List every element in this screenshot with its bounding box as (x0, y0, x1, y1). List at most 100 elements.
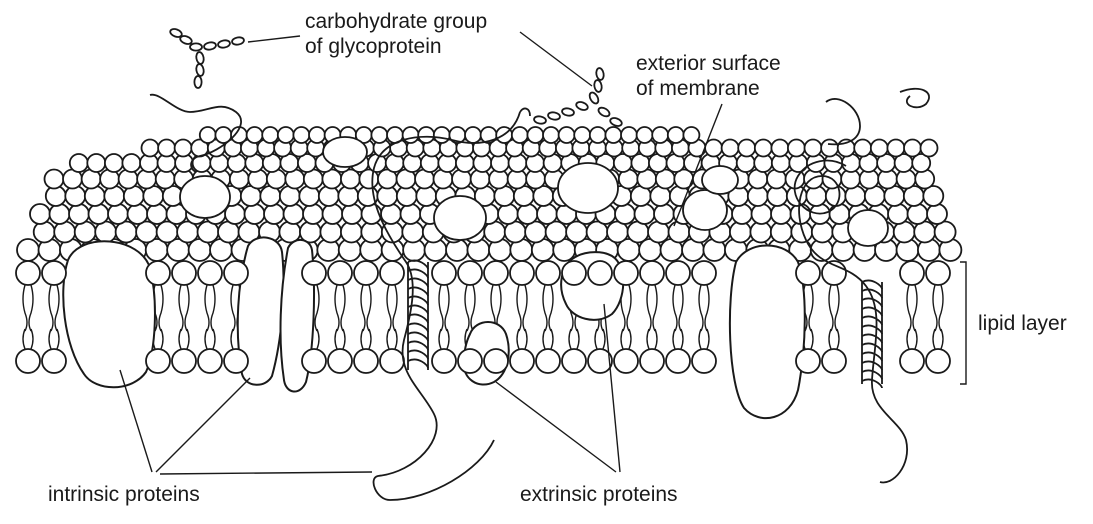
helical-segment (862, 326, 882, 334)
lipid-tail (465, 285, 469, 331)
glycoprotein-chain (900, 89, 929, 108)
helical-segment (862, 317, 882, 325)
bottom-lipid-head (328, 349, 352, 373)
surface-lipid-head (105, 154, 123, 172)
lipid-tail (57, 329, 59, 349)
carbohydrate-bead (533, 115, 546, 124)
surface-lipid-head (381, 204, 401, 224)
helical-segment (408, 261, 428, 269)
top-lipid-head (328, 261, 352, 285)
carbohydrate-bead (609, 117, 623, 128)
intrinsic-protein (730, 246, 805, 419)
lipid-tail (361, 285, 365, 331)
surface-lipid-head (537, 204, 557, 224)
membrane-surface-heads (17, 127, 961, 261)
glycoprotein-chain (520, 109, 530, 116)
lipid-tail (705, 285, 709, 331)
lipid-tail (913, 285, 917, 331)
surface-lipid-head (147, 204, 167, 224)
carbohydrate-bead (179, 35, 193, 46)
top-lipid-head (354, 261, 378, 285)
surface-lipid-head (418, 127, 434, 143)
surface-lipid-head (615, 204, 635, 224)
lipid-tail (517, 329, 519, 349)
lipid-tail (699, 285, 703, 331)
bottom-lipid-head (536, 349, 560, 373)
surface-protein-dome (702, 166, 738, 194)
intrinsic-proteins-label: intrinsic proteins (48, 482, 200, 507)
lipid-tail (837, 329, 839, 349)
surface-lipid-head (303, 204, 323, 224)
surface-lipid-head (722, 140, 739, 157)
surface-lipid-head (498, 204, 518, 224)
top-lipid-head (900, 261, 924, 285)
top-lipid-head (614, 261, 638, 285)
surface-lipid-head (34, 222, 55, 243)
bottom-lipid-head (926, 349, 950, 373)
surface-lipid-head (175, 140, 192, 157)
lipid-tail (317, 329, 319, 349)
surface-lipid-head (465, 127, 481, 143)
carbohydrate-bead (203, 41, 216, 50)
lipid-tail (315, 285, 319, 331)
lipid-tail (335, 285, 339, 331)
surface-lipid-head (158, 140, 175, 157)
top-lipid-head (432, 261, 456, 285)
exterior-surface-label: exterior surface of membrane (636, 51, 781, 101)
top-lipid-head (692, 261, 716, 285)
carbohydrate-leader (248, 36, 300, 42)
helical-segment (862, 308, 882, 316)
lipid-tail (679, 285, 683, 331)
lipid-tail (31, 329, 33, 349)
helical-segment (408, 342, 428, 350)
lipid-tail (23, 329, 25, 349)
helical-segment (408, 315, 428, 323)
surface-lipid-head (574, 127, 590, 143)
helical-segment (862, 344, 882, 352)
surface-lipid-head (87, 154, 105, 172)
top-lipid-head (926, 261, 950, 285)
extrinsic-proteins-label: extrinsic proteins (520, 482, 678, 507)
lipid-tail (835, 285, 839, 331)
surface-lipid-head (284, 204, 304, 224)
lipid-tail (673, 329, 675, 349)
surface-lipid-head (621, 127, 637, 143)
surface-lipid-head (70, 154, 88, 172)
lipid-tail (393, 285, 397, 331)
lipid-tail (343, 329, 345, 349)
lipid-tail (933, 285, 937, 331)
surface-lipid-head (788, 140, 805, 157)
lipid-tail (915, 329, 917, 349)
surface-lipid-head (652, 127, 668, 143)
bottom-lipid-head (42, 349, 66, 373)
bottom-lipid-head (16, 349, 40, 373)
surface-lipid-head (17, 239, 39, 261)
bottom-lipid-head (198, 349, 222, 373)
lipid-tail (629, 329, 631, 349)
surface-lipid-head (434, 127, 450, 143)
surface-lipid-head (908, 204, 928, 224)
lipid-tail (439, 285, 443, 331)
lipid-tail (907, 329, 909, 349)
top-lipid-head (302, 261, 326, 285)
top-lipid-head (484, 261, 508, 285)
lipid-tail (205, 329, 207, 349)
helical-segment (862, 299, 882, 307)
surface-lipid-head (732, 204, 752, 224)
lipid-tail (811, 329, 813, 349)
lipid-tail (907, 285, 911, 331)
lipid-tail (159, 285, 163, 331)
intrinsic-leader (120, 370, 152, 472)
lipid-layer-label: lipid layer (978, 311, 1067, 336)
bottom-lipid-head (354, 349, 378, 373)
surface-lipid-head (871, 140, 888, 157)
surface-protein-dome (558, 163, 618, 213)
bottom-lipid-head (640, 349, 664, 373)
surface-lipid-head (821, 140, 838, 157)
surface-lipid-head (401, 204, 421, 224)
surface-protein-dome (323, 137, 367, 167)
surface-lipid-head (559, 127, 575, 143)
bottom-lipid-head (900, 349, 924, 373)
